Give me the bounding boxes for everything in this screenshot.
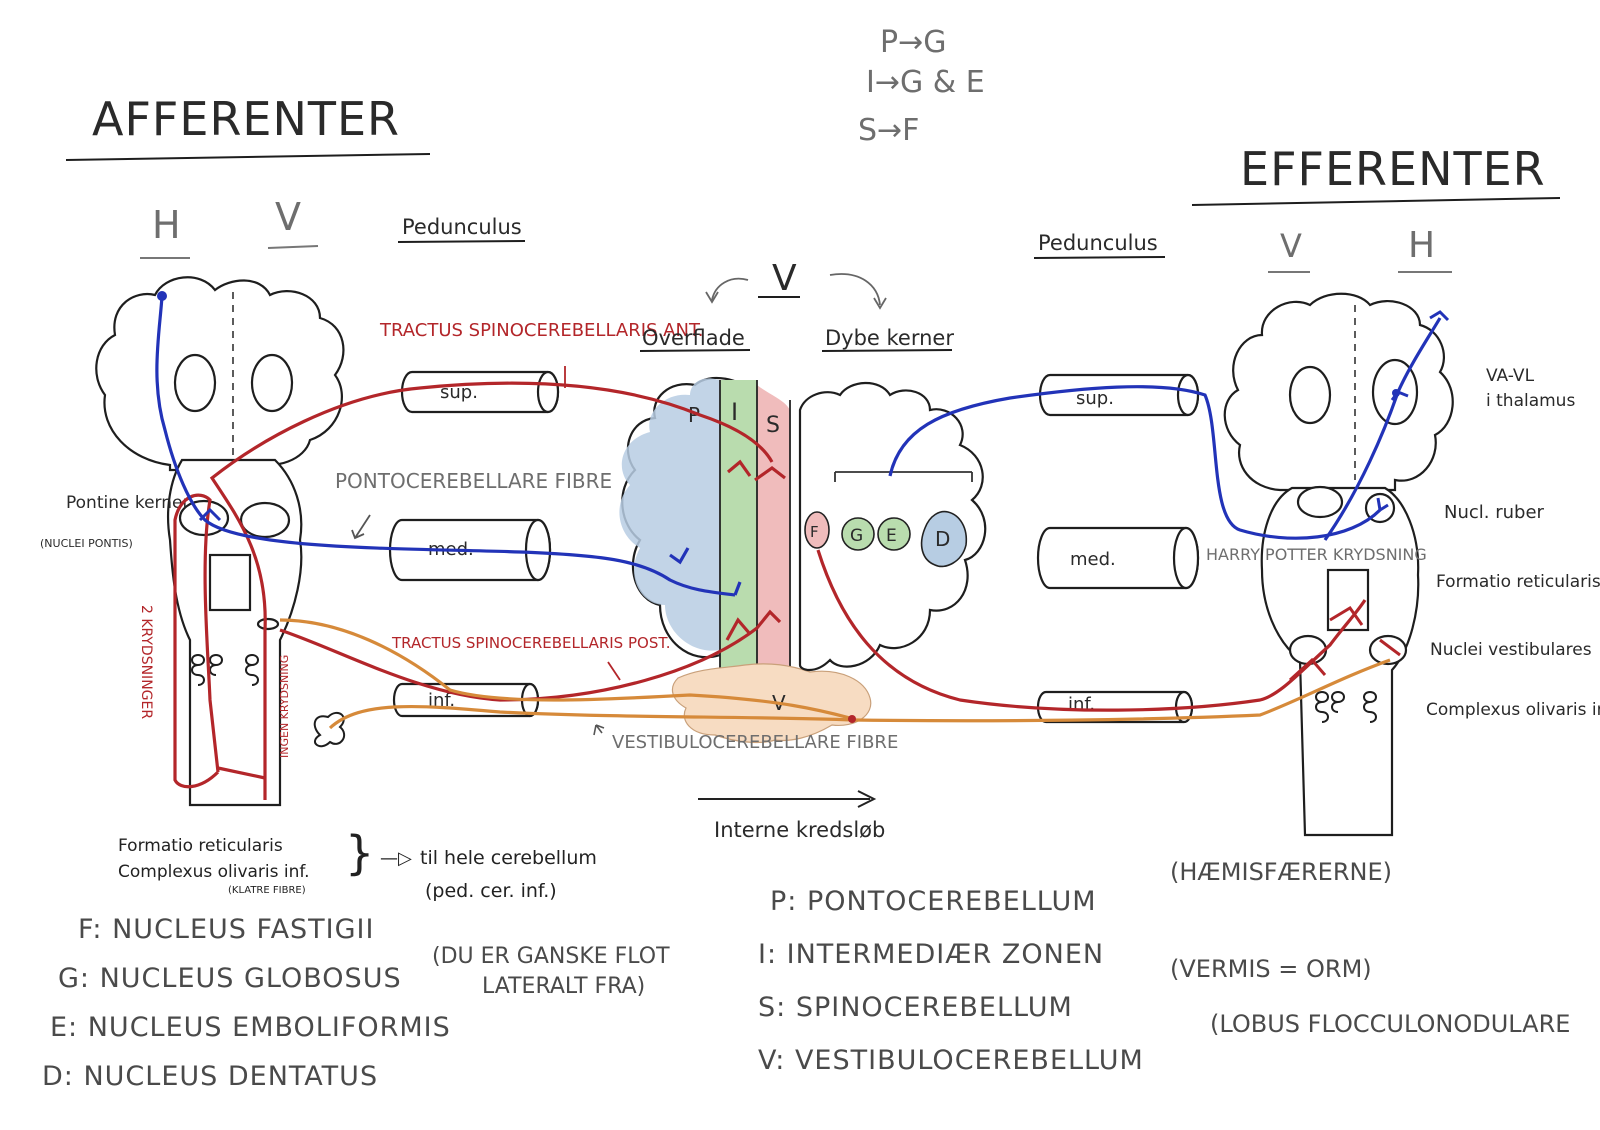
zone-s-fill [757, 385, 790, 682]
overflade-label: Overflade [642, 326, 745, 350]
dybe-kerner-label: Dybe kerner [825, 326, 954, 350]
pontocerebellare-label: PONTOCEREBELLARE FIBRE [335, 469, 612, 493]
krydsninger-label: 2 KRYDSNINGER [138, 605, 154, 719]
left-peduncle-sup [400, 370, 560, 414]
legend-note: (DU ER GANSKE FLOT LATERALT FRA) [432, 942, 670, 1002]
zone-p-fill [619, 378, 725, 651]
legend-zone-p: P: PONTOCEREBELLUM [770, 886, 1097, 917]
pontine-kerner-label: Pontine kerner [66, 493, 189, 513]
legend-note-line-2: LATERALT FRA) [482, 974, 646, 999]
vestibulocerebellare-arrow [593, 724, 605, 736]
zone-label-s: S [766, 413, 780, 438]
right-pedunculus-underline [1033, 256, 1166, 259]
note-arrow-text: til hele cerebellum [420, 847, 597, 869]
path-tractus-ant [209, 381, 774, 800]
title-afferenter: AFFERENTER [92, 92, 400, 146]
nucleus-label-d: D [935, 527, 950, 551]
left-ped-sup-label: sup. [440, 382, 478, 403]
left-label-v: V [275, 195, 301, 239]
tractus-ant-label: TRACTUS SPINOCEREBELLARIS ANT. [379, 320, 704, 341]
right-pedunculus-label: Pedunculus [1038, 231, 1158, 255]
legend-nucleus-e: E: NUCLEUS EMBOLIFORMIS [50, 1012, 451, 1043]
left-pedunculus-label: Pedunculus [402, 215, 522, 239]
va-vl-label: VA-VL [1486, 366, 1535, 386]
note-line-1: Formatio reticularis [118, 836, 283, 856]
left-v-underline [267, 245, 319, 249]
left-brain [95, 276, 346, 807]
nucleus-label-f: F [810, 523, 819, 541]
title-efferenter: EFFERENTER [1240, 142, 1546, 196]
nucleus-label-e: E [886, 526, 897, 546]
nuclei-pontis-label: (NUCLEI PONTIS) [40, 537, 133, 550]
right-peduncle-med [1036, 526, 1200, 590]
legend-zone-v: V: VESTIBULOCEREBELLUM [758, 1045, 1144, 1076]
legend-nucleus-d: D: NUCLEUS DENTATUS [42, 1061, 379, 1092]
ingen-krydsning-label: INGEN KRYDSNING [278, 655, 291, 758]
mapping-line-3: S→F [858, 113, 919, 148]
i-thalamus-label: i thalamus [1486, 391, 1575, 411]
left-label-h: H [152, 203, 181, 247]
dybe-kerner-underline [821, 349, 953, 352]
right-ped-sup-label: sup. [1076, 388, 1114, 409]
cerebellum-dybe-kerner [798, 381, 987, 672]
note-line-2: Complexus olivaris inf. [118, 862, 310, 882]
legend-nuclei: F: NUCLEUS FASTIGII G: NUCLEUS GLOBOSUS … [42, 905, 451, 1101]
center-label-v: V [772, 258, 797, 299]
path-vestibulocerebellar-1 [279, 618, 851, 720]
nucleus-label-g: G [850, 526, 863, 546]
path-tractus-post-left [173, 493, 220, 789]
right-ped-inf-label: inf. [1068, 694, 1095, 715]
legend-zone-note-3: (LOBUS FLOCCULONODULARE [1210, 1010, 1571, 1038]
tractus-post-label: TRACTUS SPINOCEREBELLARIS POST. [391, 634, 671, 652]
right-brain [1223, 292, 1454, 837]
note-paren: (ped. cer. inf.) [425, 880, 557, 902]
legend-zones: P: PONTOCEREBELLUM I: INTERMEDIÆR ZONEN … [758, 875, 1144, 1087]
note-arrow-icon: —▷ [380, 848, 412, 869]
note-line-2-sub: (KLATRE FIBRE) [228, 885, 306, 896]
mapping-line-2: I→G & E [866, 65, 985, 100]
overflade-underline [639, 349, 751, 352]
center-v-arrow-left [711, 277, 749, 301]
path-fastigial-efferent [816, 549, 1367, 712]
complexus-right-label: Complexus olivaris inf. [1426, 700, 1600, 720]
note-brace: } [345, 826, 375, 880]
title-underline-left [65, 153, 431, 161]
vestibulocerebellare-label: VESTIBULOCEREBELLARE FIBRE [612, 732, 898, 753]
harry-potter-label: HARRY POTTER KRYDSNING [1206, 545, 1427, 564]
legend-nucleus-f: F: NUCLEUS FASTIGII [78, 914, 375, 945]
path-tractus-post [279, 626, 758, 702]
right-peduncle-sup [1038, 373, 1200, 417]
left-pedunculus-underline [397, 240, 526, 243]
nucl-ruber-label: Nucl. ruber [1444, 502, 1545, 523]
pontocerebellare-arrow [354, 514, 371, 539]
path-dentatothalamic [888, 385, 1382, 540]
title-underline-right [1191, 197, 1561, 206]
interne-label: Interne kredsløb [714, 818, 885, 842]
nuclei-vestibulares-label: Nuclei vestibulares [1430, 640, 1592, 660]
legend-zone-i: I: INTERMEDIÆR ZONEN [758, 939, 1105, 970]
legend-zone-s: S: SPINOCEREBELLUM [758, 992, 1073, 1023]
right-label-h: H [1408, 225, 1435, 266]
path-pontocerebellar [155, 295, 736, 597]
mapping-line-1: P→G [880, 25, 946, 60]
right-label-v: V [1280, 227, 1302, 265]
right-ped-med-label: med. [1070, 549, 1116, 570]
bottom-left-note: Formatio reticularis Complexus olivaris … [118, 833, 310, 897]
legend-zone-note-2: (VERMIS = ORM) [1170, 955, 1372, 983]
zone-label-p: P [688, 403, 700, 427]
center-v-arrow-right [829, 273, 881, 306]
legend-zone-note-1: (HÆMISFÆRERNE) [1170, 858, 1392, 886]
formatio-right-label: Formatio reticularis [1436, 572, 1600, 592]
legend-nucleus-g: G: NUCLEUS GLOBOSUS [58, 963, 402, 994]
legend-note-line-1: (DU ER GANSKE FLOT [432, 944, 670, 969]
zone-label-i: I [731, 398, 738, 426]
